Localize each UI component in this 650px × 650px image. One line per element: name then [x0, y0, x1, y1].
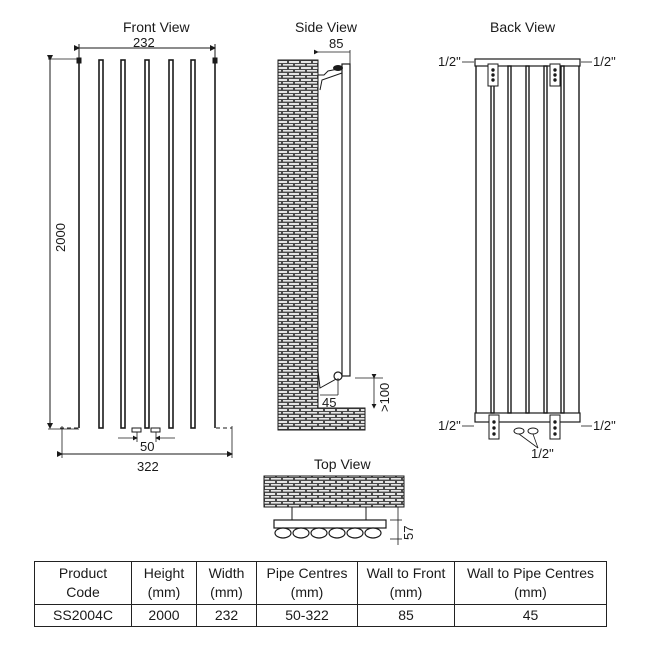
back-valve-connection: 1/2" [531, 446, 554, 461]
front-view [47, 44, 233, 458]
top-view [263, 475, 405, 545]
back-bottom-right-connection: 1/2" [593, 418, 616, 433]
side-floor-clearance-dimension: >100 [377, 382, 392, 412]
back-view [462, 58, 592, 449]
side-wall-to-front-dimension: 85 [329, 36, 344, 51]
back-view-title: Back View [490, 19, 556, 35]
header-pipe-centres: Pipe Centres(mm) [256, 561, 358, 605]
cell-pipe-centres: 50-322 [256, 604, 358, 627]
table-row: SS2004C 2000 232 50-322 85 45 [34, 604, 607, 627]
front-view-title: Front View [123, 19, 190, 35]
back-top-left-connection: 1/2" [438, 54, 461, 69]
header-width: Width(mm) [196, 561, 257, 605]
front-pipe-dimension: 50 [140, 439, 155, 454]
front-height-dimension: 2000 [53, 223, 68, 252]
cell-width: 232 [196, 604, 257, 627]
cell-product-code: SS2004C [34, 604, 132, 627]
side-wall-to-pipe-dimension: 45 [322, 395, 337, 410]
side-view-title: Side View [295, 19, 358, 35]
back-top-right-connection: 1/2" [593, 54, 616, 69]
top-depth-dimension: 57 [401, 525, 416, 540]
header-wall-to-front: Wall to Front(mm) [357, 561, 455, 605]
side-view [277, 49, 383, 431]
cell-wall-to-pipe-centres: 45 [454, 604, 607, 627]
cell-wall-to-front: 85 [357, 604, 455, 627]
header-height: Height(mm) [131, 561, 197, 605]
front-width-dimension: 232 [133, 35, 155, 50]
cell-height: 2000 [131, 604, 197, 627]
header-wall-to-pipe-centres: Wall to Pipe Centres(mm) [454, 561, 607, 605]
back-bottom-left-connection: 1/2" [438, 418, 461, 433]
front-overall-dimension: 322 [137, 459, 159, 474]
top-view-title: Top View [314, 456, 371, 472]
